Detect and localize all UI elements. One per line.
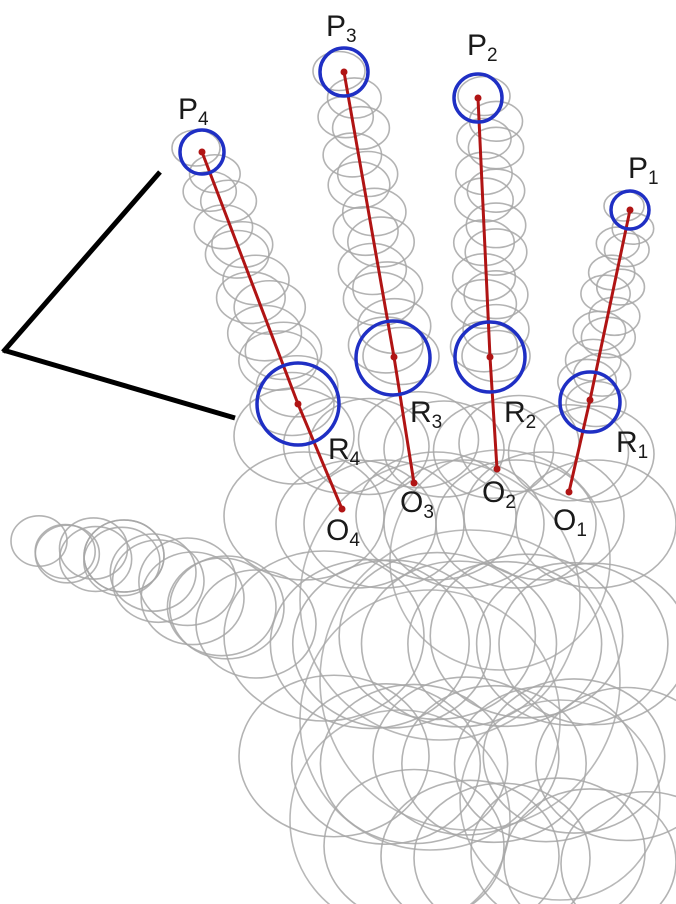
thumb-base-sphere xyxy=(84,520,164,592)
finger-1-sphere xyxy=(604,233,649,266)
finger-3-axis-line xyxy=(344,72,414,483)
finger-1-sphere xyxy=(596,227,639,259)
pointer-lines xyxy=(3,172,235,418)
wrist-sphere xyxy=(561,792,676,904)
finger-2-origin-point xyxy=(494,466,501,473)
finger-1-sphere xyxy=(589,297,640,335)
finger-2-joint-point xyxy=(487,354,494,361)
palm-ring xyxy=(290,710,510,904)
finger-axes xyxy=(199,69,634,513)
finger-4-sphere xyxy=(239,331,318,390)
wrist-sphere xyxy=(504,789,676,904)
wrist-sphere xyxy=(414,783,590,904)
finger-1-joint-point xyxy=(587,397,594,404)
finger-2-tip-point xyxy=(475,95,482,102)
finger-3-sphere xyxy=(333,107,390,150)
palm-core-sphere xyxy=(224,551,424,721)
finger-1-sphere xyxy=(581,275,630,312)
wrist-sphere xyxy=(324,770,504,904)
finger-3-sphere xyxy=(328,162,390,208)
label-p3: P3 xyxy=(326,10,357,47)
label-r1: R1 xyxy=(616,426,648,463)
label-o3: O3 xyxy=(400,486,434,523)
finger-4-axis-line xyxy=(202,152,342,509)
label-o2: O2 xyxy=(482,476,516,513)
finger-2-sphere xyxy=(463,305,529,354)
finger-2-sphere xyxy=(453,254,516,301)
label-o1: O1 xyxy=(553,504,587,541)
finger-3-joint-point xyxy=(391,354,398,361)
finger-2-sphere xyxy=(466,203,525,248)
label-r2: R2 xyxy=(504,396,536,433)
finger-1-tip-point xyxy=(627,207,634,214)
label-p1: P1 xyxy=(628,152,659,189)
finger-3-sphere xyxy=(338,244,406,295)
label-o4: O4 xyxy=(326,514,360,551)
label-p4: P4 xyxy=(178,93,209,130)
finger-4-joint-point xyxy=(295,401,302,408)
hand-sphere-model xyxy=(11,52,676,904)
label-r4: R4 xyxy=(328,433,361,470)
finger-2-sphere xyxy=(468,127,523,168)
pointer-line-lower xyxy=(3,350,235,418)
finger-4-origin-point xyxy=(339,506,346,513)
finger-4-tip-point xyxy=(199,149,206,156)
finger-3-sphere xyxy=(358,299,431,354)
finger-1-origin-point xyxy=(566,489,573,496)
finger-3-sphere xyxy=(333,207,398,256)
finger-3-tip-point xyxy=(341,69,348,76)
pointer-line-upper xyxy=(3,172,160,352)
finger-3-sphere xyxy=(363,328,439,385)
finger-2-sphere xyxy=(465,229,527,275)
finger-1-sphere xyxy=(581,317,635,357)
finger-2-sphere xyxy=(467,169,524,212)
label-p2: P2 xyxy=(467,29,498,66)
